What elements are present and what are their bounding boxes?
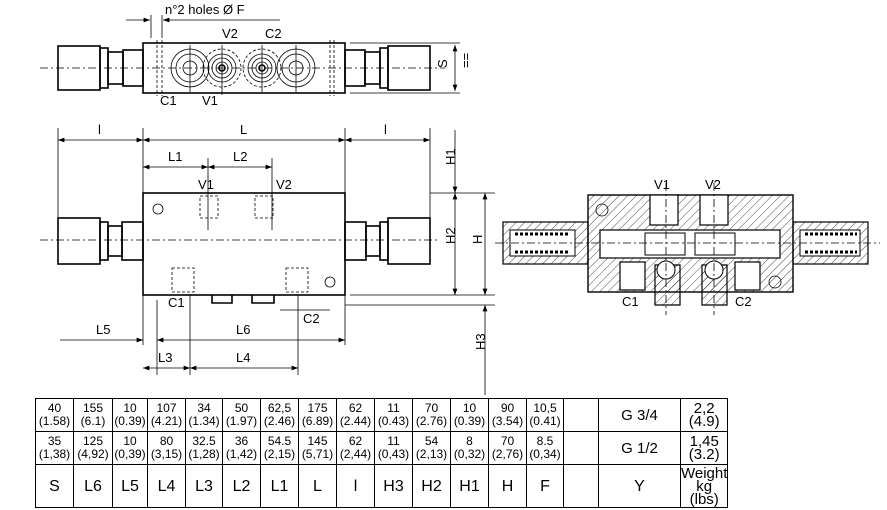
cell-l2: 36(1,42) [222,431,261,465]
cell-l3: 34(1.34) [185,398,223,432]
header-h3: H3 [374,464,413,508]
header-h: H [488,464,527,508]
cell-l4: 80(3,15) [147,431,186,465]
dim-L3: L3 [158,350,172,365]
equal-mark: == [458,53,473,68]
table-row: 40(1.58) 155(6.1) 10(0.39) 107(4.21) 34(… [35,398,729,432]
cell-l6: 125(4,92) [73,431,113,465]
cell-f: 8.5(0,34) [526,431,564,465]
cell-l1: 62,5(2.46) [260,398,299,432]
cell-l6: 155(6.1) [73,398,113,432]
right-fitting-top [344,45,431,91]
label-v2-section: V2 [705,177,721,192]
cell-y: G 1/2 [598,431,681,465]
cell-l4: 107(4.21) [147,398,186,432]
cell-blank [563,431,599,465]
left-fitting-front [57,217,144,265]
label-v1-section: V1 [654,177,670,192]
cell-L: 175(6.89) [298,398,337,432]
label-c2-front: C2 [303,311,320,326]
dim-L1: L1 [168,149,182,164]
header-l2: L2 [222,464,261,508]
dimensions-table: 40(1.58) 155(6.1) 10(0.39) 107(4.21) 34(… [35,398,729,508]
header-l1: L1 [260,464,299,508]
header-s: S [35,464,74,508]
cell-l3: 32.5(1,28) [185,431,223,465]
header-h1: H1 [450,464,489,508]
cell-s: 35(1,38) [35,431,74,465]
cell-h3: 11(0,43) [374,431,413,465]
right-fitting-front [344,217,431,265]
label-v2-front: V2 [276,177,292,192]
header-h2: H2 [412,464,451,508]
label-c1-section: C1 [622,294,639,309]
cell-l5: 10(0,39) [112,431,148,465]
cell-blank [563,398,599,432]
top-view: n°2 holes Ø F V2 C2 C1 [40,2,473,108]
dim-L5: L5 [96,322,110,337]
dim-L: L [240,122,247,137]
cell-l2: 50(1.97) [222,398,261,432]
cell-h: 70(2,76) [488,431,527,465]
holes-note: n°2 holes Ø F [165,2,245,17]
cell-L: 145(5,71) [298,431,337,465]
cell-weight: 2,2(4.9) [679,398,729,432]
header-l: l [336,464,375,508]
cell-l5: 10(0.39) [112,398,148,432]
header-l3: L3 [185,464,223,508]
label-c1-top: C1 [160,93,177,108]
label-v2-top: V2 [222,26,238,41]
header-y: Y [598,464,681,508]
header-l4: L4 [147,464,186,508]
left-cartridge-section [502,221,589,265]
cell-weight: 1,45(3.2) [679,431,729,465]
label-c2-section: C2 [735,294,752,309]
technical-drawing: n°2 holes Ø F V2 C2 C1 [40,2,880,395]
dim-H1: H1 [443,148,458,165]
cell-h3: 11(0.43) [374,398,413,432]
dim-s: S [435,59,450,68]
table-row: 35(1,38) 125(4,92) 10(0,39) 80(3,15) 32.… [35,431,729,465]
header-blank [563,464,599,508]
header-L: L [298,464,337,508]
dim-l-left: l [98,122,101,137]
dim-H: H [470,235,485,244]
dim-H2: H2 [443,227,458,244]
cell-s: 40(1.58) [35,398,74,432]
label-v1-top: V1 [202,93,218,108]
dim-H3: H3 [473,333,488,350]
cell-h1: 10(0.39) [450,398,489,432]
left-fitting-top [57,45,144,91]
front-view: l L l L1 L2 V1 V2 C1 C2 L5 L6 [40,122,495,395]
cell-h1: 8(0,32) [450,431,489,465]
dim-L6: L6 [236,322,250,337]
cell-y: G 3/4 [598,398,681,432]
dim-L4: L4 [236,350,250,365]
cell-h: 90(3.54) [488,398,527,432]
cell-f: 10,5(0.41) [526,398,564,432]
cell-h2: 54(2,13) [412,431,451,465]
header-f: F [526,464,564,508]
section-view: V1 V2 C1 C2 [495,177,880,315]
dim-L2: L2 [233,149,247,164]
label-c2-top: C2 [265,26,282,41]
label-c1-front: C1 [168,295,185,310]
cell-h2: 70(2.76) [412,398,451,432]
table-header-row: S L6 L5 L4 L3 L2 L1 L l H3 H2 H1 H F Y W… [35,464,729,508]
cell-l1: 54.5(2,15) [260,431,299,465]
cell-l: 62(2.44) [336,398,375,432]
header-l6: L6 [73,464,113,508]
dim-l-right: l [384,122,387,137]
cell-l: 62(2,44) [336,431,375,465]
label-v1-front: V1 [198,177,214,192]
header-l5: L5 [112,464,148,508]
